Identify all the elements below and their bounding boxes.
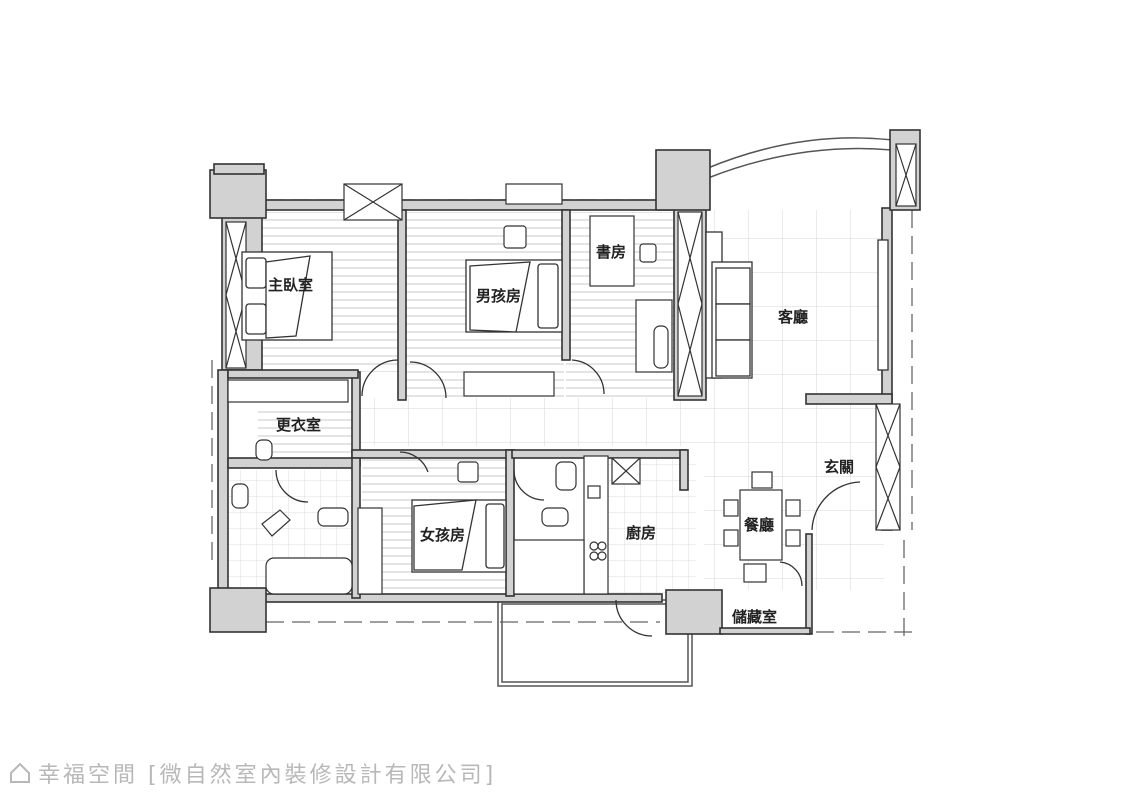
study-furniture [457, 215, 673, 483]
label-living-room: 客廳 [777, 308, 808, 326]
house-logo-icon [10, 762, 30, 783]
balcony-bottom [497, 599, 693, 687]
door-swings [275, 359, 861, 637]
label-master-bedroom: 主臥室 [268, 276, 313, 294]
beds [241, 251, 563, 573]
dining-table [723, 471, 801, 583]
label-girls-room: 女孩房 [420, 526, 465, 544]
label-study: 書房 [596, 243, 626, 261]
company-name: [微自然室內裝修設計有限公司] [148, 763, 497, 788]
label-dining-room: 餐廳 [744, 516, 774, 534]
brand-name: 幸福空間 [38, 763, 139, 788]
room-labels: 主臥室 男孩房 書房 客廳 更衣室 女孩房 廚房 餐廳 玄關 儲藏室 [268, 243, 854, 626]
living-furniture [705, 231, 889, 379]
label-entrance: 玄關 [824, 458, 854, 476]
bathroom-fixtures [231, 439, 585, 595]
label-walk-in-closet: 更衣室 [276, 416, 321, 434]
kitchen-counter [583, 455, 609, 595]
label-kitchen: 廚房 [626, 524, 656, 542]
cabinet-marks [225, 143, 917, 595]
watermark: 幸福空間 [微自然室內裝修設計有限公司] [8, 756, 496, 790]
label-boys-room: 男孩房 [476, 287, 521, 305]
balcony-top [707, 137, 893, 200]
label-storage-room: 儲藏室 [732, 608, 777, 626]
